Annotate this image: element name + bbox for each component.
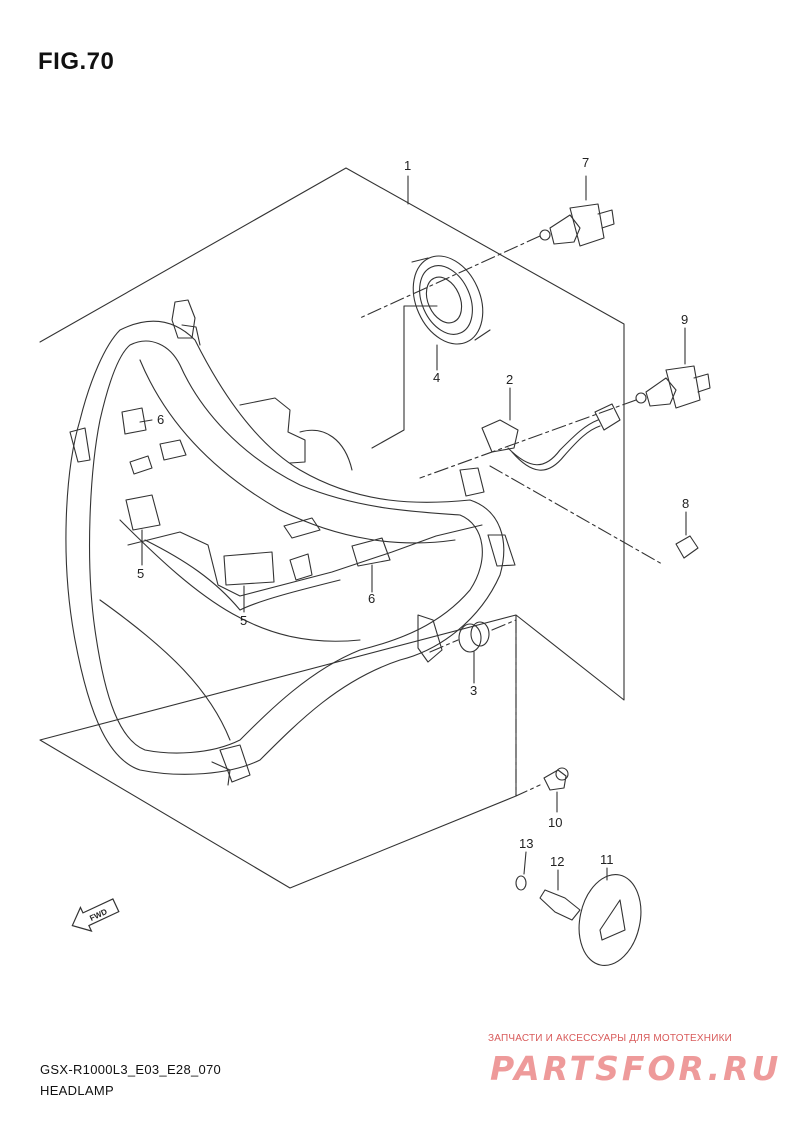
bulb-9-base (665, 365, 701, 409)
mount-tab-bottom (219, 744, 251, 783)
cover-11-mark (599, 899, 626, 941)
seal-ring-mid (419, 265, 473, 335)
callout-6-upper: 6 (157, 412, 164, 427)
callout-5-left: 5 (137, 566, 144, 581)
mount-tab-top (171, 299, 196, 339)
headlamp-housing (65, 320, 505, 775)
mount-tab-lower (417, 614, 443, 663)
callout-6-right: 6 (368, 591, 375, 606)
guide-line-1 (359, 235, 541, 319)
lens-window-4 (289, 553, 313, 581)
cover-11 (578, 874, 642, 966)
upper-dome (299, 429, 353, 471)
bulb-7-tip (539, 229, 551, 241)
bulb-8 (675, 535, 699, 559)
callout-4: 4 (433, 370, 440, 385)
lens-contour-1 (139, 359, 456, 544)
mount-tab-right-upper (459, 467, 485, 497)
lens-window-1 (129, 455, 153, 475)
callout-8: 8 (682, 496, 689, 511)
socket-2-body (481, 419, 519, 453)
lens-contour-3 (99, 599, 231, 741)
callout-2: 2 (506, 372, 513, 387)
callout-9: 9 (681, 312, 688, 327)
leader-13 (523, 851, 527, 875)
sticker-5-left (125, 494, 161, 531)
lens-inner-outline (89, 340, 483, 754)
seal-ring-side (411, 257, 491, 341)
callout-10: 10 (548, 815, 562, 830)
watermark-tagline: ЗАПЧАСТИ И АКСЕССУАРЫ ДЛЯ МОТОТЕХНИКИ (488, 1033, 733, 1044)
lens-window-2 (159, 439, 187, 461)
harness-wire (507, 419, 599, 466)
grommet-3-inner (470, 621, 490, 647)
model-code: GSX-R1000L3_E03_E28_070 (40, 1062, 222, 1077)
guide-line-4 (429, 619, 541, 797)
harness-wire-2 (511, 425, 601, 471)
bulb-9-lug (693, 373, 711, 393)
sticker-5-mid (223, 551, 275, 586)
callout-7: 7 (582, 155, 589, 170)
watermark-brand: PARTSFOR.RU (490, 1049, 782, 1088)
callout-3: 3 (470, 683, 477, 698)
spacer-12 (539, 889, 581, 921)
harness-connector (594, 403, 621, 431)
lens-contour-4 (144, 539, 341, 611)
leader-6-upper (139, 419, 153, 423)
screw-10-head (555, 767, 569, 781)
upper-bracket (239, 397, 306, 464)
figure-title: FIG.70 (38, 48, 115, 75)
mount-tab-side (69, 427, 91, 463)
callout-12: 12 (550, 854, 564, 869)
callout-5-mid: 5 (240, 613, 247, 628)
lens-contour-2 (119, 519, 361, 642)
guide-line-3 (489, 465, 663, 565)
sticker-6-right (351, 537, 391, 567)
guide-line-2 (419, 399, 637, 479)
screw-10 (543, 769, 567, 791)
lens-window-3 (283, 517, 321, 539)
grommet-3 (458, 623, 482, 653)
reflector-edge (127, 524, 483, 597)
callout-13: 13 (519, 836, 533, 851)
fwd-arrow-shape (71, 898, 120, 932)
assembly-outline (39, 167, 625, 889)
sticker-6-upper (121, 407, 147, 435)
callout-1: 1 (404, 158, 411, 173)
mount-tab-bottom-2 (211, 761, 231, 786)
mount-tab-right (487, 534, 516, 567)
fwd-arrow: FWD (71, 898, 120, 932)
mount-tab-top-2 (181, 324, 201, 346)
bulb-7-base (569, 203, 605, 247)
seal-ring-outer (412, 255, 484, 345)
bulb-9-tip (635, 392, 647, 404)
washer-13 (515, 875, 527, 891)
bulb-7-lug (597, 209, 615, 229)
callout-11: 11 (600, 852, 614, 867)
part-name: HEADLAMP (40, 1083, 114, 1098)
leader-4-long (371, 305, 438, 449)
